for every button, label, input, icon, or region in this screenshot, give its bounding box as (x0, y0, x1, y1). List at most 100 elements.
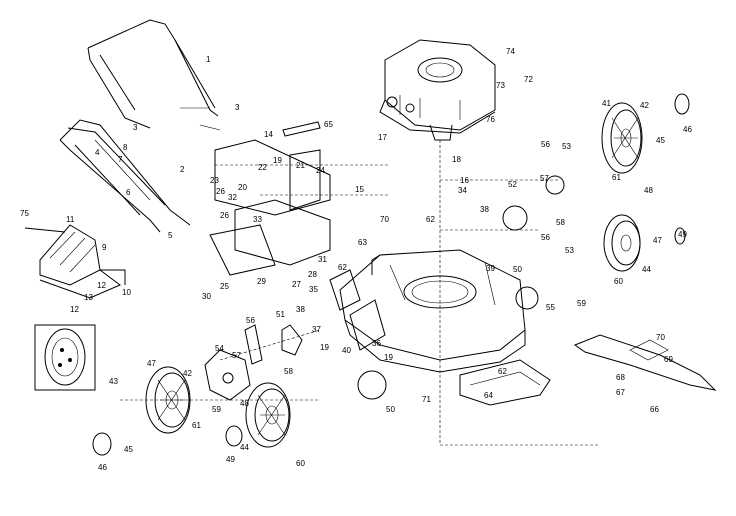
callout-67: 67 (616, 388, 625, 397)
callout-43: 43 (109, 377, 118, 386)
callout-9: 9 (102, 243, 107, 252)
callout-62c: 62 (498, 367, 507, 376)
callout-70a: 70 (656, 333, 665, 342)
callout-61b: 61 (192, 421, 201, 430)
callout-72: 72 (524, 75, 533, 84)
callout-59a: 59 (577, 299, 586, 308)
callout-42b: 42 (183, 369, 192, 378)
mower-deck (339, 249, 526, 373)
callout-1: 1 (206, 55, 211, 64)
callout-12b: 12 (70, 305, 79, 314)
callout-38b: 38 (480, 205, 489, 214)
callout-59b: 59 (212, 405, 221, 414)
assembly-guides (120, 107, 600, 446)
callout-56b: 56 (541, 233, 550, 242)
callout-51: 51 (276, 310, 285, 319)
callout-60a: 60 (614, 277, 623, 286)
callout-5: 5 (168, 231, 173, 240)
left-front-wheel (245, 382, 291, 448)
callout-52: 52 (508, 180, 517, 189)
callout-61a: 61 (612, 173, 621, 182)
callout-14: 14 (264, 130, 273, 139)
callout-24: 24 (316, 166, 325, 175)
callout-53b: 53 (565, 246, 574, 255)
callout-44a: 44 (642, 265, 651, 274)
callout-57b: 57 (232, 351, 241, 360)
callout-17: 17 (378, 133, 387, 142)
callout-57a: 57 (540, 174, 549, 183)
callout-50b: 50 (386, 405, 395, 414)
right-front-wheel (603, 214, 641, 272)
callout-71: 71 (422, 395, 431, 404)
callout-labels: 1 2 3 3 4 5 6 7 8 9 10 11 12 12 13 14 15… (20, 47, 692, 472)
callout-28: 28 (308, 270, 317, 279)
callout-38a: 38 (296, 305, 305, 314)
callout-46b: 46 (98, 463, 107, 472)
callout-76: 76 (486, 115, 495, 124)
bag-frame (24, 224, 126, 299)
callout-27: 27 (292, 280, 301, 289)
callout-45a: 45 (656, 136, 665, 145)
blade (573, 334, 717, 391)
callout-4: 4 (95, 148, 100, 157)
callout-21: 21 (296, 161, 305, 170)
callout-29: 29 (257, 277, 266, 286)
callout-63: 63 (358, 238, 367, 247)
callout-3a: 3 (235, 103, 240, 112)
callout-26b: 26 (220, 211, 229, 220)
callout-54: 54 (215, 344, 224, 353)
callout-46a: 46 (683, 125, 692, 134)
callout-19c: 19 (320, 343, 329, 352)
right-rear-wheel (601, 102, 643, 174)
callout-34: 34 (458, 186, 467, 195)
callout-48b: 48 (240, 399, 249, 408)
hub-caps (92, 93, 690, 456)
callout-2: 2 (180, 165, 185, 174)
callout-45b: 45 (124, 445, 133, 454)
callout-31: 31 (318, 255, 327, 264)
callout-16: 16 (460, 176, 469, 185)
engine (379, 39, 496, 141)
callout-13: 13 (84, 293, 93, 302)
callout-39: 39 (486, 264, 495, 273)
axle-brackets (209, 139, 390, 276)
callout-42a: 42 (640, 101, 649, 110)
lower-handle (59, 119, 191, 233)
callout-15: 15 (355, 185, 364, 194)
callout-22: 22 (258, 163, 267, 172)
callout-56a: 56 (541, 140, 550, 149)
callout-60b: 60 (296, 459, 305, 468)
gear-plates (357, 175, 565, 400)
callout-62b: 62 (426, 215, 435, 224)
callout-32: 32 (228, 193, 237, 202)
blade-adapter (459, 359, 551, 406)
callout-40: 40 (342, 346, 351, 355)
axle-rod (282, 121, 321, 137)
callout-65: 65 (324, 120, 333, 129)
callout-6: 6 (126, 188, 131, 197)
callout-3b: 3 (133, 123, 138, 132)
upper-handle (87, 19, 219, 129)
rear-height-adjuster (204, 324, 303, 401)
callout-75: 75 (20, 209, 29, 218)
callout-70b: 70 (380, 215, 389, 224)
callout-36: 36 (372, 339, 381, 348)
callout-69: 69 (664, 355, 673, 364)
callout-30: 30 (202, 292, 211, 301)
discharge-chute (329, 269, 386, 351)
callout-58b: 58 (284, 367, 293, 376)
callout-33: 33 (253, 215, 262, 224)
callout-49b: 49 (226, 455, 235, 464)
callout-48a: 48 (644, 186, 653, 195)
callout-58a: 58 (556, 218, 565, 227)
callout-19a: 19 (273, 156, 282, 165)
callout-11: 11 (66, 215, 75, 224)
callout-55: 55 (546, 303, 555, 312)
callout-49a: 49 (678, 230, 687, 239)
callout-47b: 47 (147, 359, 156, 368)
callout-25: 25 (220, 282, 229, 291)
inset-wheel (34, 324, 96, 391)
callout-23: 23 (210, 176, 219, 185)
callout-8: 8 (123, 143, 128, 152)
